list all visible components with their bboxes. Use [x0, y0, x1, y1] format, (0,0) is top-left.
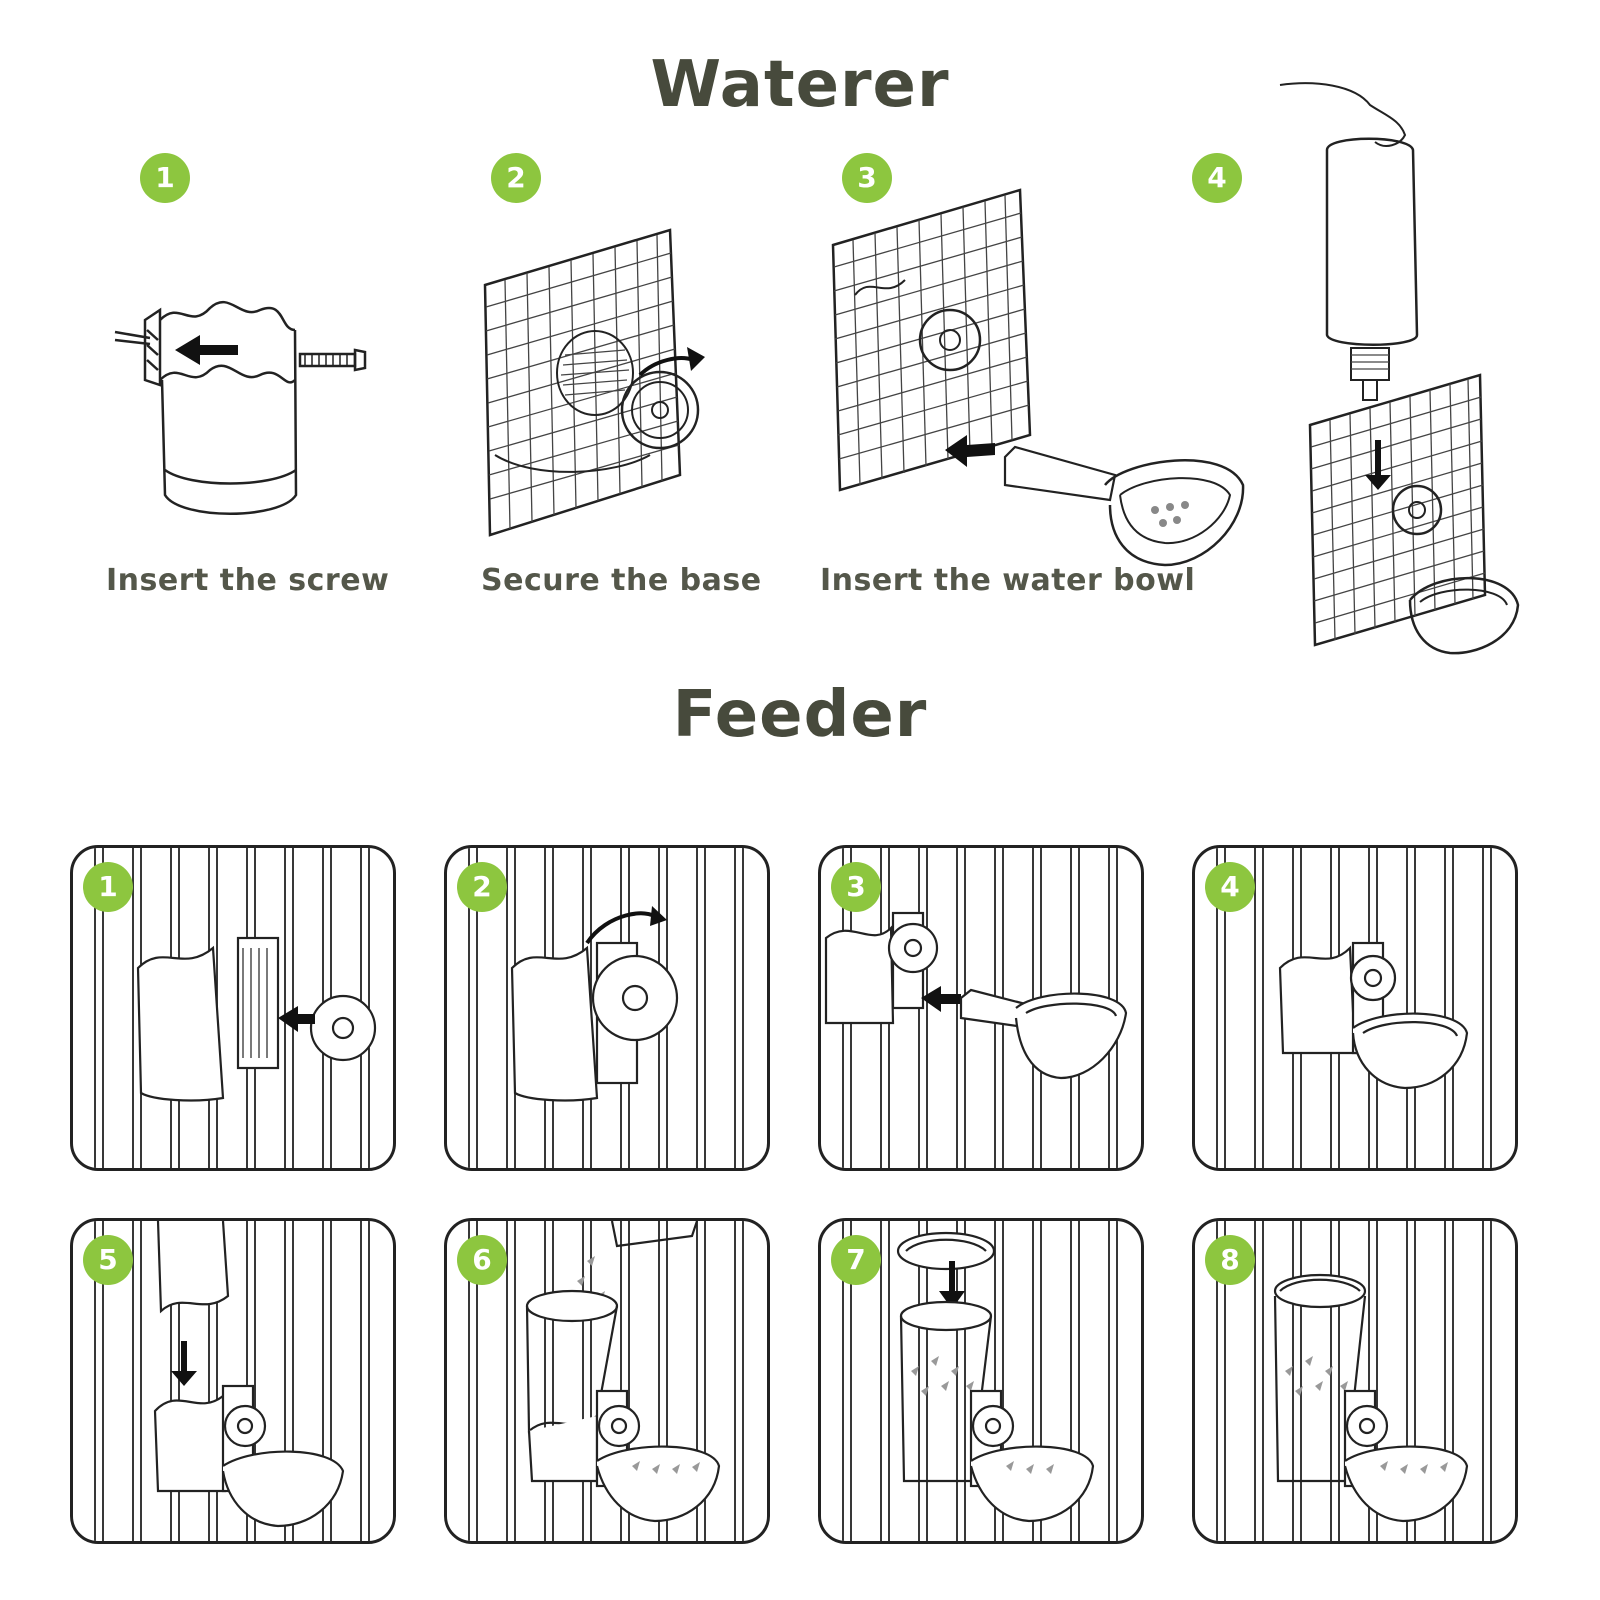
cup-screw-icon [114, 300, 367, 515]
feeder-step-4-panel: 4 [1192, 845, 1518, 1171]
feeder-step-2-badge: 2 [457, 862, 507, 912]
feeder-step-1-badge: 1 [83, 862, 133, 912]
bars-food-pour-icon [468, 1221, 744, 1541]
waterer-step-2-badge: 2 [491, 153, 541, 203]
feeder-title: Feeder [672, 678, 928, 752]
bars-bowl-attached-icon [1216, 848, 1492, 1168]
bars-screw-icon [94, 848, 377, 1168]
feeder-step-6-badge: 6 [457, 1235, 507, 1285]
waterer-step-1-caption: Insert the screw [106, 563, 390, 598]
waterer-step-4-badge: 4 [1192, 153, 1242, 203]
bars-complete-icon [1216, 1221, 1492, 1541]
waterer-step-1-badge: 1 [140, 153, 190, 203]
waterer-step-3-caption: Insert the water bowl [820, 563, 1196, 598]
bars-turn-icon [468, 848, 744, 1168]
bottle-grid-icon [1279, 82, 1520, 655]
feeder-step-7-panel: 7 [818, 1218, 1144, 1544]
feeder-step-8-badge: 8 [1205, 1235, 1255, 1285]
feeder-step-5-panel: 5 [70, 1218, 396, 1544]
waterer-step-3-badge: 3 [842, 153, 892, 203]
feeder-step-3-panel: 3 [818, 845, 1144, 1171]
bars-tube-down-icon [94, 1221, 370, 1541]
feeder-step-8-panel: 8 [1192, 1218, 1518, 1544]
waterer-title: Waterer [650, 48, 950, 122]
grid-base-icon [483, 228, 705, 537]
feeder-step-3-badge: 3 [831, 862, 881, 912]
feeder-step-6-panel: 6 [444, 1218, 770, 1544]
feeder-step-4-badge: 4 [1205, 862, 1255, 912]
bars-bowl-insert-icon [824, 848, 1128, 1168]
grid-bowl-icon [831, 188, 1245, 567]
feeder-step-5-badge: 5 [83, 1235, 133, 1285]
feeder-step-2-panel: 2 [444, 845, 770, 1171]
feeder-step-1-panel: 1 [70, 845, 396, 1171]
bars-lid-down-icon [842, 1221, 1118, 1541]
feeder-step-7-badge: 7 [831, 1235, 881, 1285]
waterer-step-2-caption: Secure the base [481, 563, 762, 598]
